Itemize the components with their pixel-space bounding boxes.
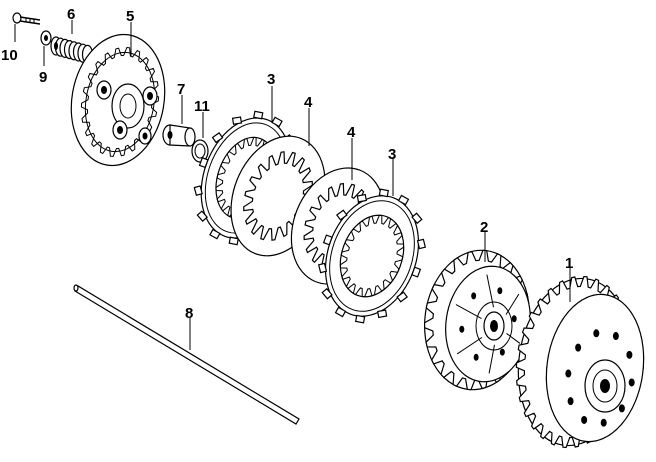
- callout-4b: 4: [347, 124, 356, 141]
- lifter-rod-part: [73, 284, 300, 425]
- callout-1: 1: [565, 255, 573, 272]
- callout-2: 2: [480, 219, 488, 236]
- clutch-outer-part: [515, 275, 645, 449]
- circlip-part: [191, 139, 209, 163]
- callout-3b: 3: [388, 146, 396, 163]
- callout-7: 7: [177, 81, 185, 98]
- pressure-plate-part: [70, 33, 166, 167]
- bolt-part: [12, 12, 41, 25]
- callout-9: 9: [39, 69, 47, 86]
- washer-part: [40, 30, 52, 46]
- callout-5: 5: [126, 8, 134, 25]
- leader-lines: [14, 20, 571, 350]
- clutch-center-part: [423, 249, 531, 391]
- callout-11: 11: [194, 98, 210, 115]
- callout-3a: 3: [267, 71, 275, 88]
- callout-10: 10: [1, 47, 18, 64]
- callout-6: 6: [67, 6, 75, 23]
- friction-disc-part-2: [317, 188, 427, 324]
- lifter-piece-part: [162, 124, 196, 147]
- callout-4a: 4: [304, 94, 313, 111]
- callout-8: 8: [185, 305, 193, 322]
